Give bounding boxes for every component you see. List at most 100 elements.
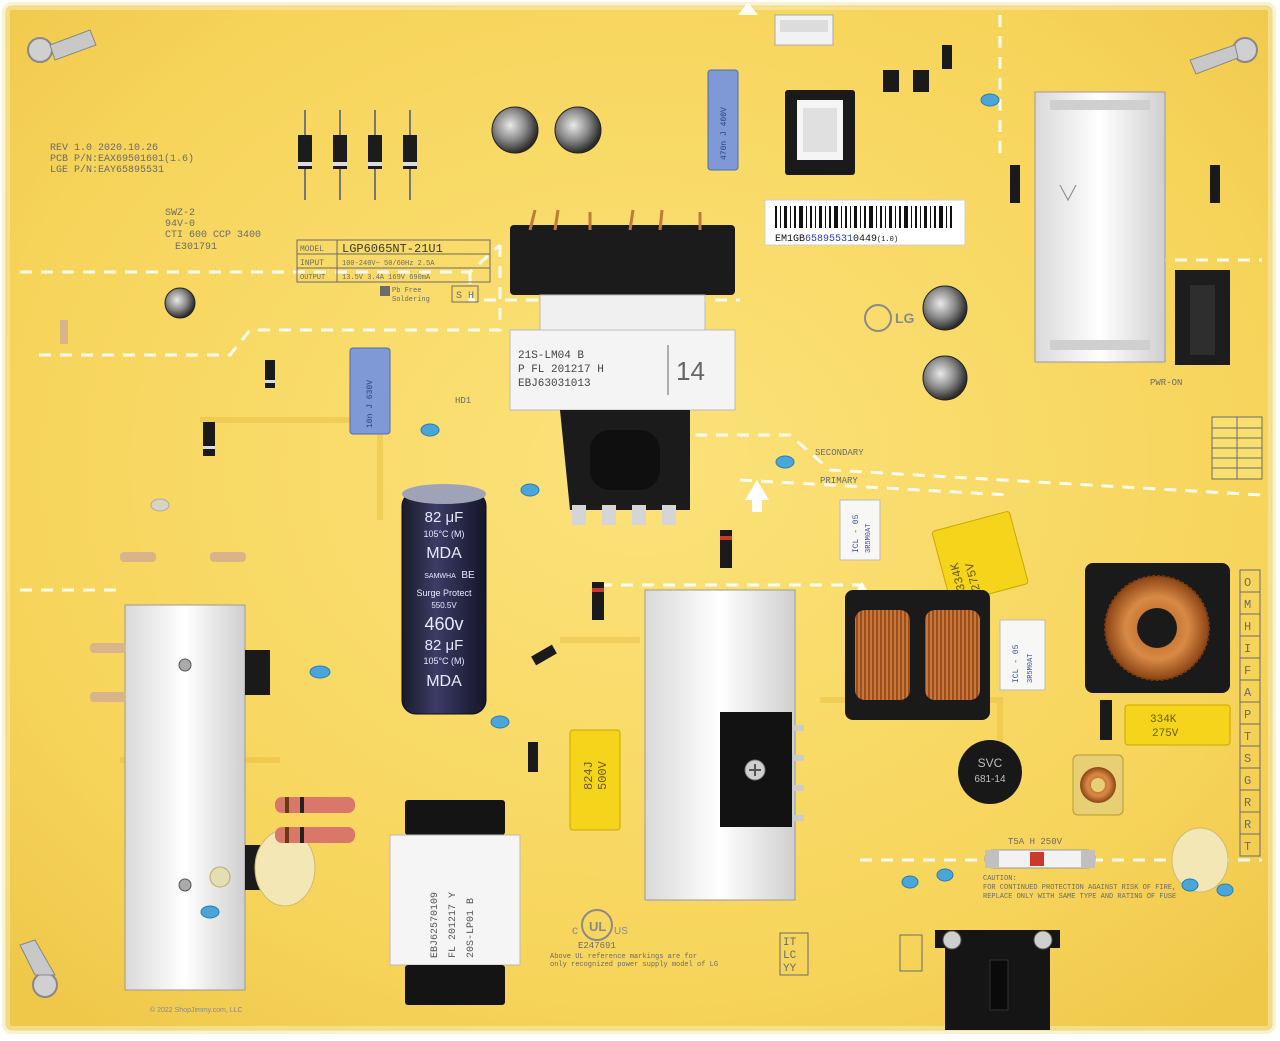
copyright-text: © 2022 ShopJimmy.com, LLC — [150, 1006, 243, 1014]
main-transformer-number: 14 — [676, 356, 705, 386]
lge-part-number: LGE P/N:EAY65895531 — [50, 164, 164, 176]
lg-logo: LG — [864, 304, 915, 332]
heatsink-hs18 — [1034, 91, 1166, 363]
side-letter: M — [1244, 598, 1251, 612]
svg-text:CAUTION:: CAUTION: — [983, 875, 1017, 883]
model-label: MODEL — [300, 245, 324, 254]
ul-note-1: Above UL reference markings are for — [550, 953, 697, 961]
ac-input-socket — [935, 930, 1060, 1030]
bulk-cap-surge-voltage: 550.5V — [431, 601, 457, 610]
svg-text:10n J 630V: 10n J 630V — [366, 380, 375, 428]
barcode-sticker: EM1GB658955310449(1.0) — [764, 199, 966, 246]
ntc-thermistor-lower: ICL - 05 3R5M0AT — [999, 619, 1046, 691]
secondary-label: SECONDARY — [815, 448, 864, 458]
pwr-on-label: PWR-ON — [1150, 378, 1182, 388]
heatsink-left — [124, 604, 270, 991]
e-number: E301791 — [175, 242, 217, 253]
svg-text:ICL - 05: ICL - 05 — [1012, 644, 1021, 683]
bulk-cap-value: 82 μF — [425, 637, 464, 654]
connector-p201 — [1175, 270, 1230, 365]
svg-text:LC: LC — [783, 950, 797, 962]
side-letter: A — [1244, 686, 1252, 700]
film-capacitor-334k-upper: 334K 275V — [931, 511, 1029, 604]
common-mode-choke-lf101 — [1085, 563, 1230, 693]
svg-text:SVC: SVC — [978, 756, 1003, 770]
toroid-lf103 — [1072, 754, 1124, 816]
fuse-f100: T5A H 250V — [984, 837, 1096, 869]
film-capacitor-824j: 824J 500V — [569, 729, 621, 831]
barcode-text-b: 65895531 — [805, 234, 853, 245]
svg-text:EM1GB658955310449(1.0): EM1GB658955310449(1.0) — [775, 234, 898, 245]
standby-transformer: EBJ62570109 FL 201217 Y 20S-LP01 B — [389, 800, 521, 1005]
bulk-cap-temp: 105°C (M) — [423, 529, 464, 539]
axial-diodes-top — [298, 110, 417, 200]
standby-transformer-line2: FL 201217 Y — [448, 892, 459, 958]
svg-text:UL: UL — [589, 919, 606, 934]
soldering-label: Soldering — [392, 296, 430, 304]
hd1-label: HD1 — [455, 396, 471, 406]
axial-diodes-misc — [60, 45, 1220, 772]
ul-e-number: E247691 — [578, 941, 616, 951]
connector-top — [774, 14, 834, 46]
fuse-rating: T5A H 250V — [1008, 837, 1063, 847]
svg-text:470n J 400V: 470n J 400V — [720, 107, 729, 160]
svg-text:3R5M0AT: 3R5M0AT — [1027, 654, 1035, 683]
ceramic-capacitors — [150, 93, 1234, 919]
ul-mark: c UL US E247691 Above UL reference marki… — [550, 909, 718, 969]
side-letter: G — [1244, 774, 1251, 788]
side-letter: T — [1244, 730, 1251, 744]
pb-free-label: Pb Free — [392, 287, 421, 295]
side-letter: P — [1244, 708, 1251, 722]
blue-film-capacitor-left: 10n J 630V — [349, 347, 391, 435]
bulk-cap-temp2: 105°C (M) — [423, 656, 464, 666]
bulk-cap-voltage: 460v — [424, 614, 463, 634]
board-info-silkscreen: REV 1.0 2020.10.26 PCB P/N:EAX69501601(1… — [50, 143, 261, 253]
mounting-clip-top-left — [27, 29, 97, 63]
primary-label: PRIMARY — [820, 476, 858, 486]
side-letter-box — [1239, 833, 1261, 857]
bulk-cap-top-value: 82 μF — [425, 509, 464, 526]
side-letter: F — [1244, 664, 1251, 678]
cti-rating: CTI 600 CCP 3400 — [165, 230, 261, 241]
ul-note-2: only recognized power supply model of LG — [550, 961, 718, 969]
pin-table — [1211, 416, 1263, 480]
bulk-cap-be: BE — [461, 570, 475, 581]
barcode-text-c: 0449 — [853, 234, 877, 245]
side-letter: O — [1244, 576, 1251, 590]
side-letter: R — [1244, 818, 1251, 832]
side-letter: R — [1244, 796, 1251, 810]
electrolytic-capacitors-top — [164, 106, 968, 401]
bridge-rectifier — [1100, 700, 1112, 740]
svg-text:334K: 334K — [1150, 714, 1177, 726]
resistors — [90, 552, 355, 843]
film-capacitor-334k-lower: 334K 275V — [1124, 704, 1231, 746]
main-transformer-line3: EBJ63031013 — [518, 378, 591, 390]
svg-text:IT: IT — [783, 937, 797, 949]
common-mode-choke-lf102 — [845, 590, 990, 720]
ul-code-2: 94V-0 — [165, 219, 195, 230]
svg-text:US: US — [614, 926, 628, 937]
mounting-clip-bottom-left — [19, 939, 58, 998]
ntc-thermistor-upper: ICL - 05 3R5M0AT — [839, 499, 881, 561]
pcb-part-number: PCB P/N:EAX69501601(1.6) — [50, 153, 194, 165]
model-label-box: MODEL LGP6065NT-21U1 INPUT 100-240V~ 50/… — [296, 239, 491, 304]
svg-text:YY: YY — [783, 963, 797, 975]
choke-right — [1171, 827, 1229, 893]
varistor-svc: SVC 681-14 — [958, 740, 1022, 804]
svg-text:500V: 500V — [596, 760, 610, 790]
svg-text:REPLACE ONLY WITH SAME TYPE AN: REPLACE ONLY WITH SAME TYPE AND RATING O… — [983, 893, 1176, 901]
bulk-cap-series: MDA — [426, 545, 462, 562]
bottom-code-table: IT LC YY — [779, 932, 923, 976]
sh-mark: S H — [456, 291, 474, 302]
input-value: 100-240V~ 50/60Hz 2.5A — [342, 260, 435, 268]
ul-code-1: SWZ-2 — [165, 208, 195, 219]
output-label: OUTPUT — [300, 274, 325, 282]
svg-text:681-14: 681-14 — [974, 774, 1006, 785]
mounting-clip-top-right — [1189, 37, 1258, 75]
barcode-text-d: (1.0) — [877, 236, 898, 244]
main-transformer-line1: 21S-LM04 B — [518, 350, 584, 362]
side-letter: I — [1244, 642, 1251, 656]
side-letter: T — [1244, 840, 1251, 854]
